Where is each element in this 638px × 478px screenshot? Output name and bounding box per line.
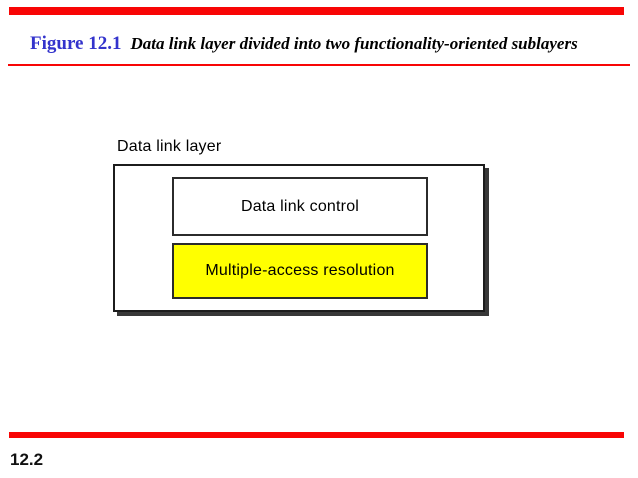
data-link-layer-box: Data link control Multiple-access resolu… (113, 164, 485, 312)
sublayer-box-data-link-control: Data link control (172, 177, 428, 236)
figure-caption: Data link layer divided into two functio… (130, 34, 578, 53)
slide-title: Figure 12.1 Data link layer divided into … (30, 33, 630, 55)
sublayer-label-data-link-control: Data link control (240, 197, 360, 215)
bottom-accent-bar (9, 432, 624, 438)
figure-number-label: Figure 12.1 (30, 33, 122, 54)
data-link-layer-label: Data link layer (117, 138, 222, 155)
title-divider-rule (8, 64, 630, 66)
top-accent-bar (9, 7, 624, 15)
page-number: 12.2 (10, 450, 44, 469)
sublayer-box-multiple-access-resolution: Multiple-access resolution (172, 243, 428, 299)
sublayer-label-multiple-access-resolution: Multiple-access resolution (205, 262, 395, 279)
